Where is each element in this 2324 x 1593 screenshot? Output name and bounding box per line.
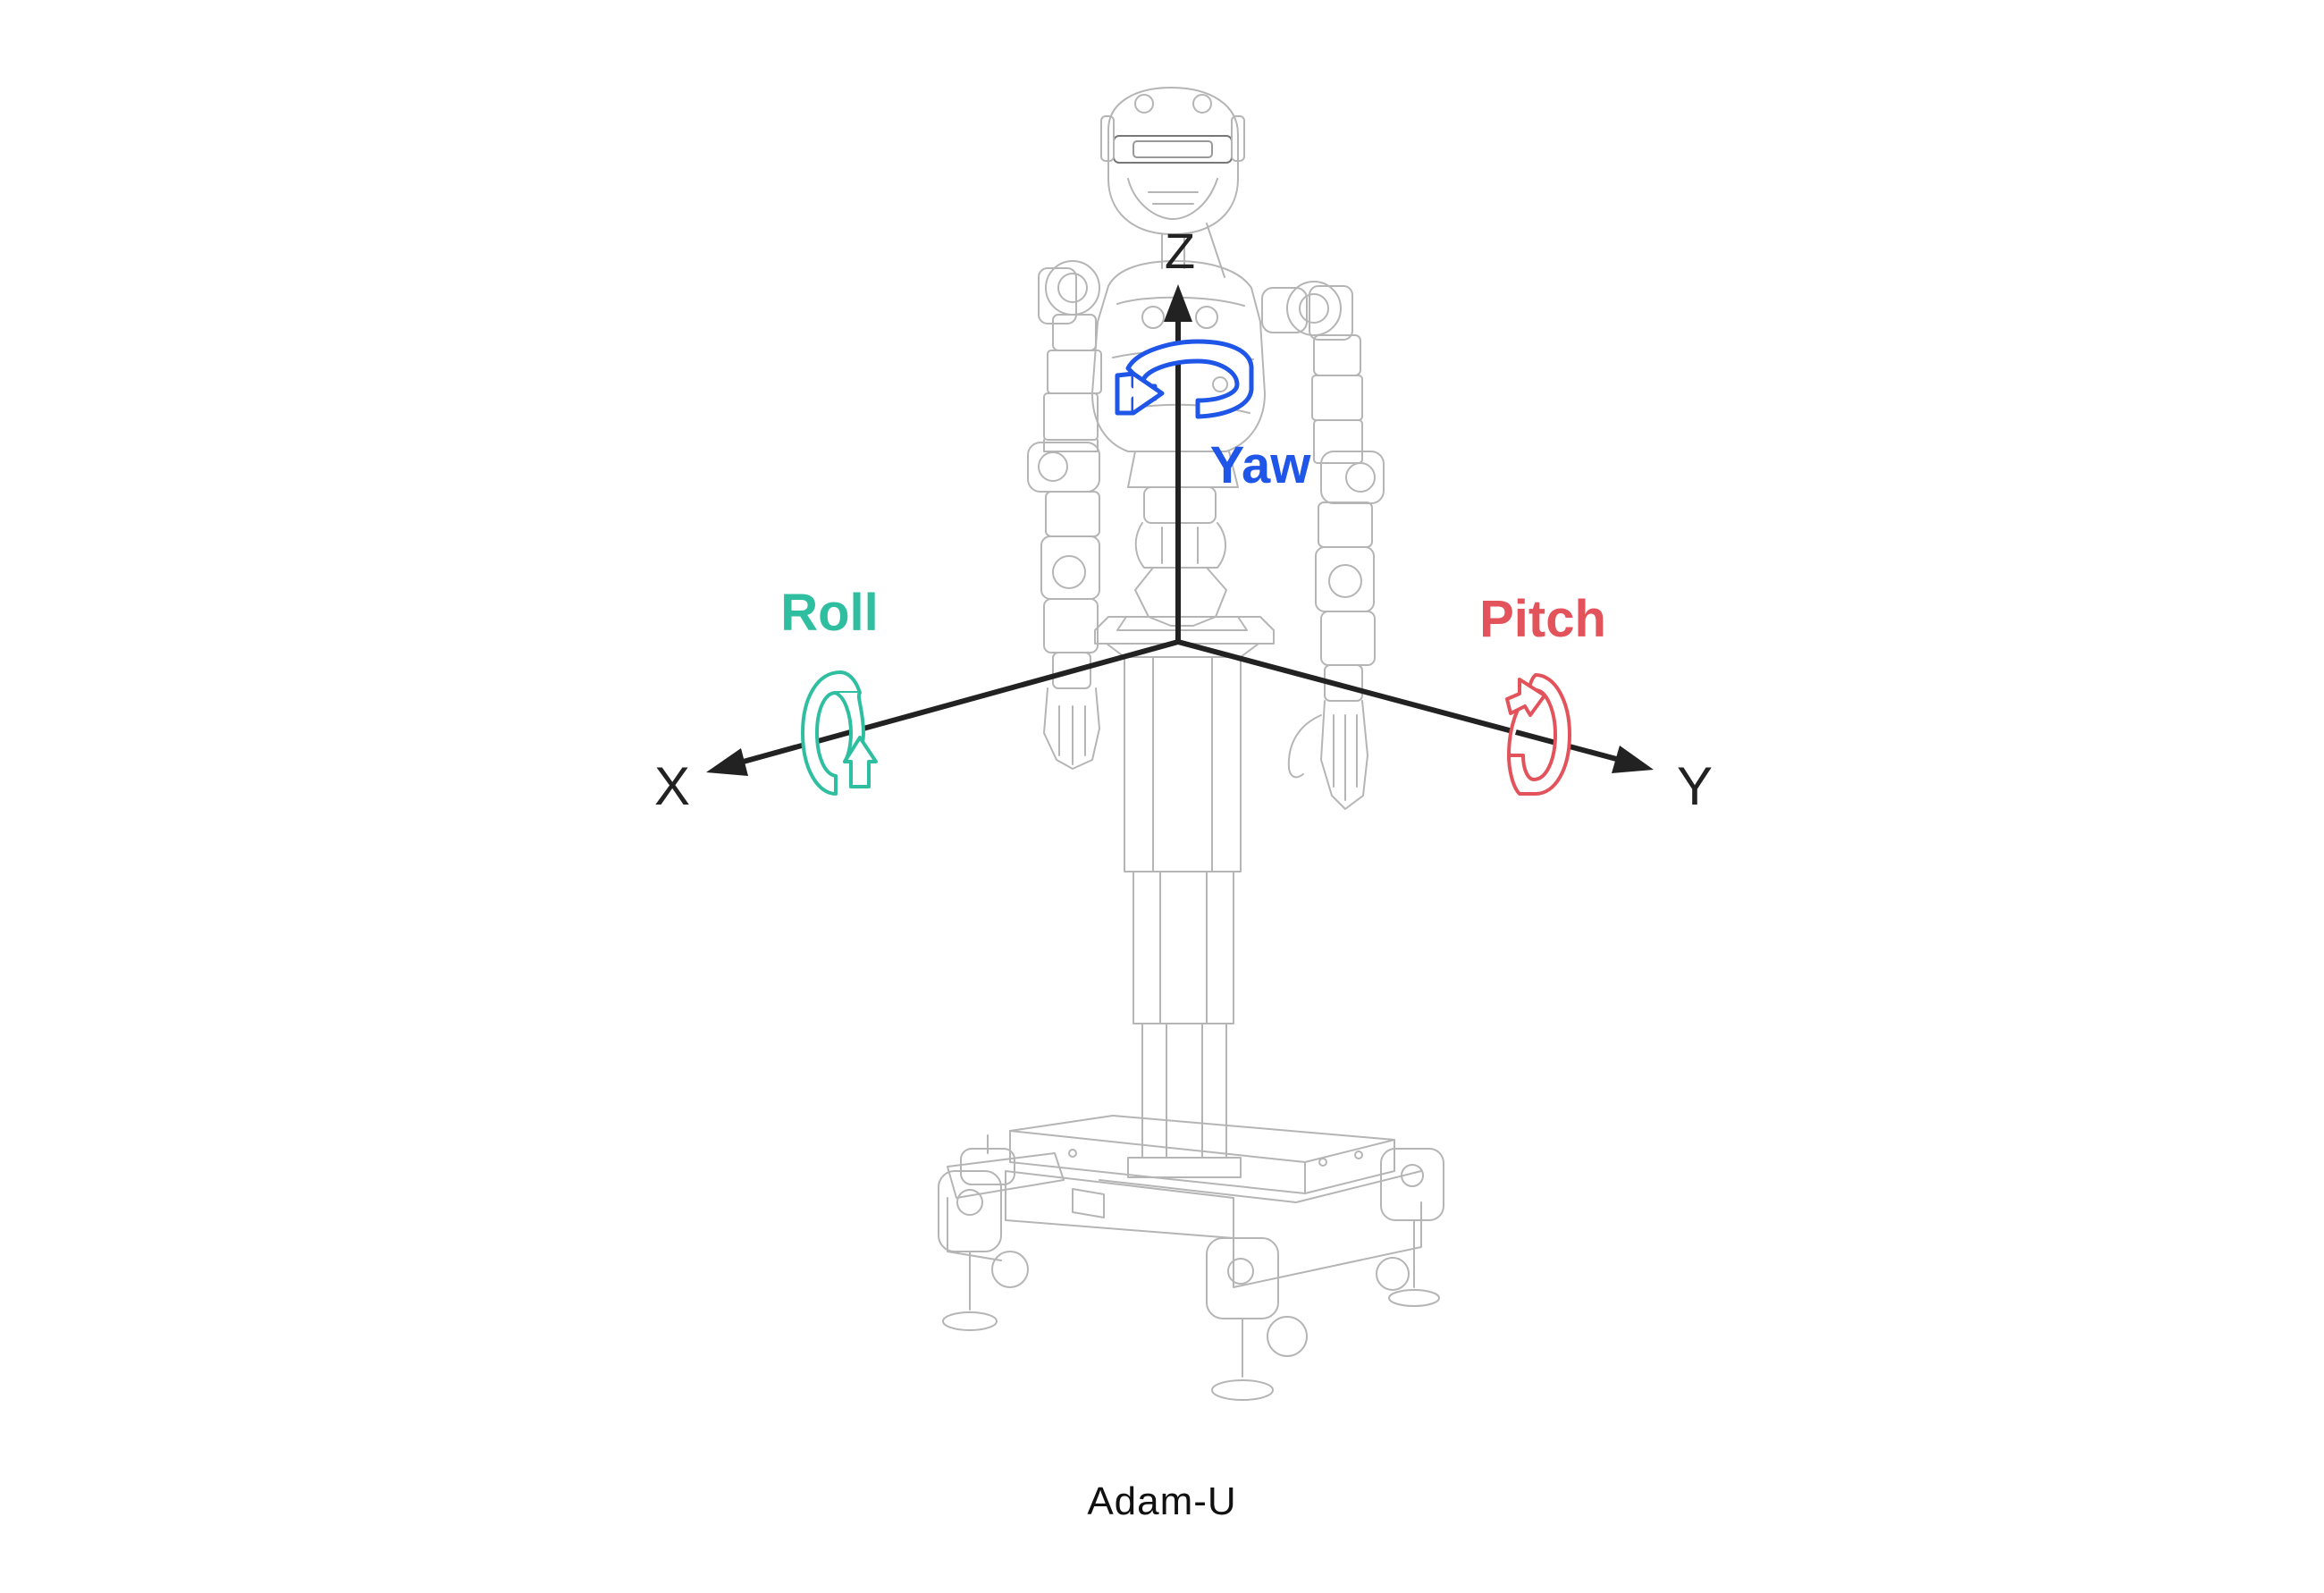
pitch-rotation-arrow-icon (1505, 673, 1571, 796)
x-axis-arrowhead (706, 748, 748, 776)
pitch-label: Pitch (1479, 590, 1606, 648)
yaw-label: Yaw (1210, 436, 1312, 494)
robot-illustration (939, 88, 1444, 1400)
robot-head (1101, 88, 1244, 234)
robot-base (939, 1116, 1444, 1400)
z-axis-label: Z (1165, 223, 1195, 279)
yaw-rotation-arrow-icon (1115, 339, 1254, 419)
robot-left-arm (1028, 261, 1101, 769)
figure-caption: Adam-U (1087, 1479, 1237, 1523)
roll-rotation-arrow-icon (801, 670, 878, 796)
x-axis-label: X (654, 756, 690, 816)
robot-right-arm (1262, 282, 1384, 809)
y-axis-label: Y (1677, 756, 1713, 816)
y-axis-arrowhead (1612, 746, 1654, 773)
roll-label: Roll (780, 584, 879, 642)
z-axis-arrowhead (1164, 284, 1192, 322)
y-axis (1177, 639, 1621, 763)
robot-lift-column (1107, 644, 1259, 1177)
